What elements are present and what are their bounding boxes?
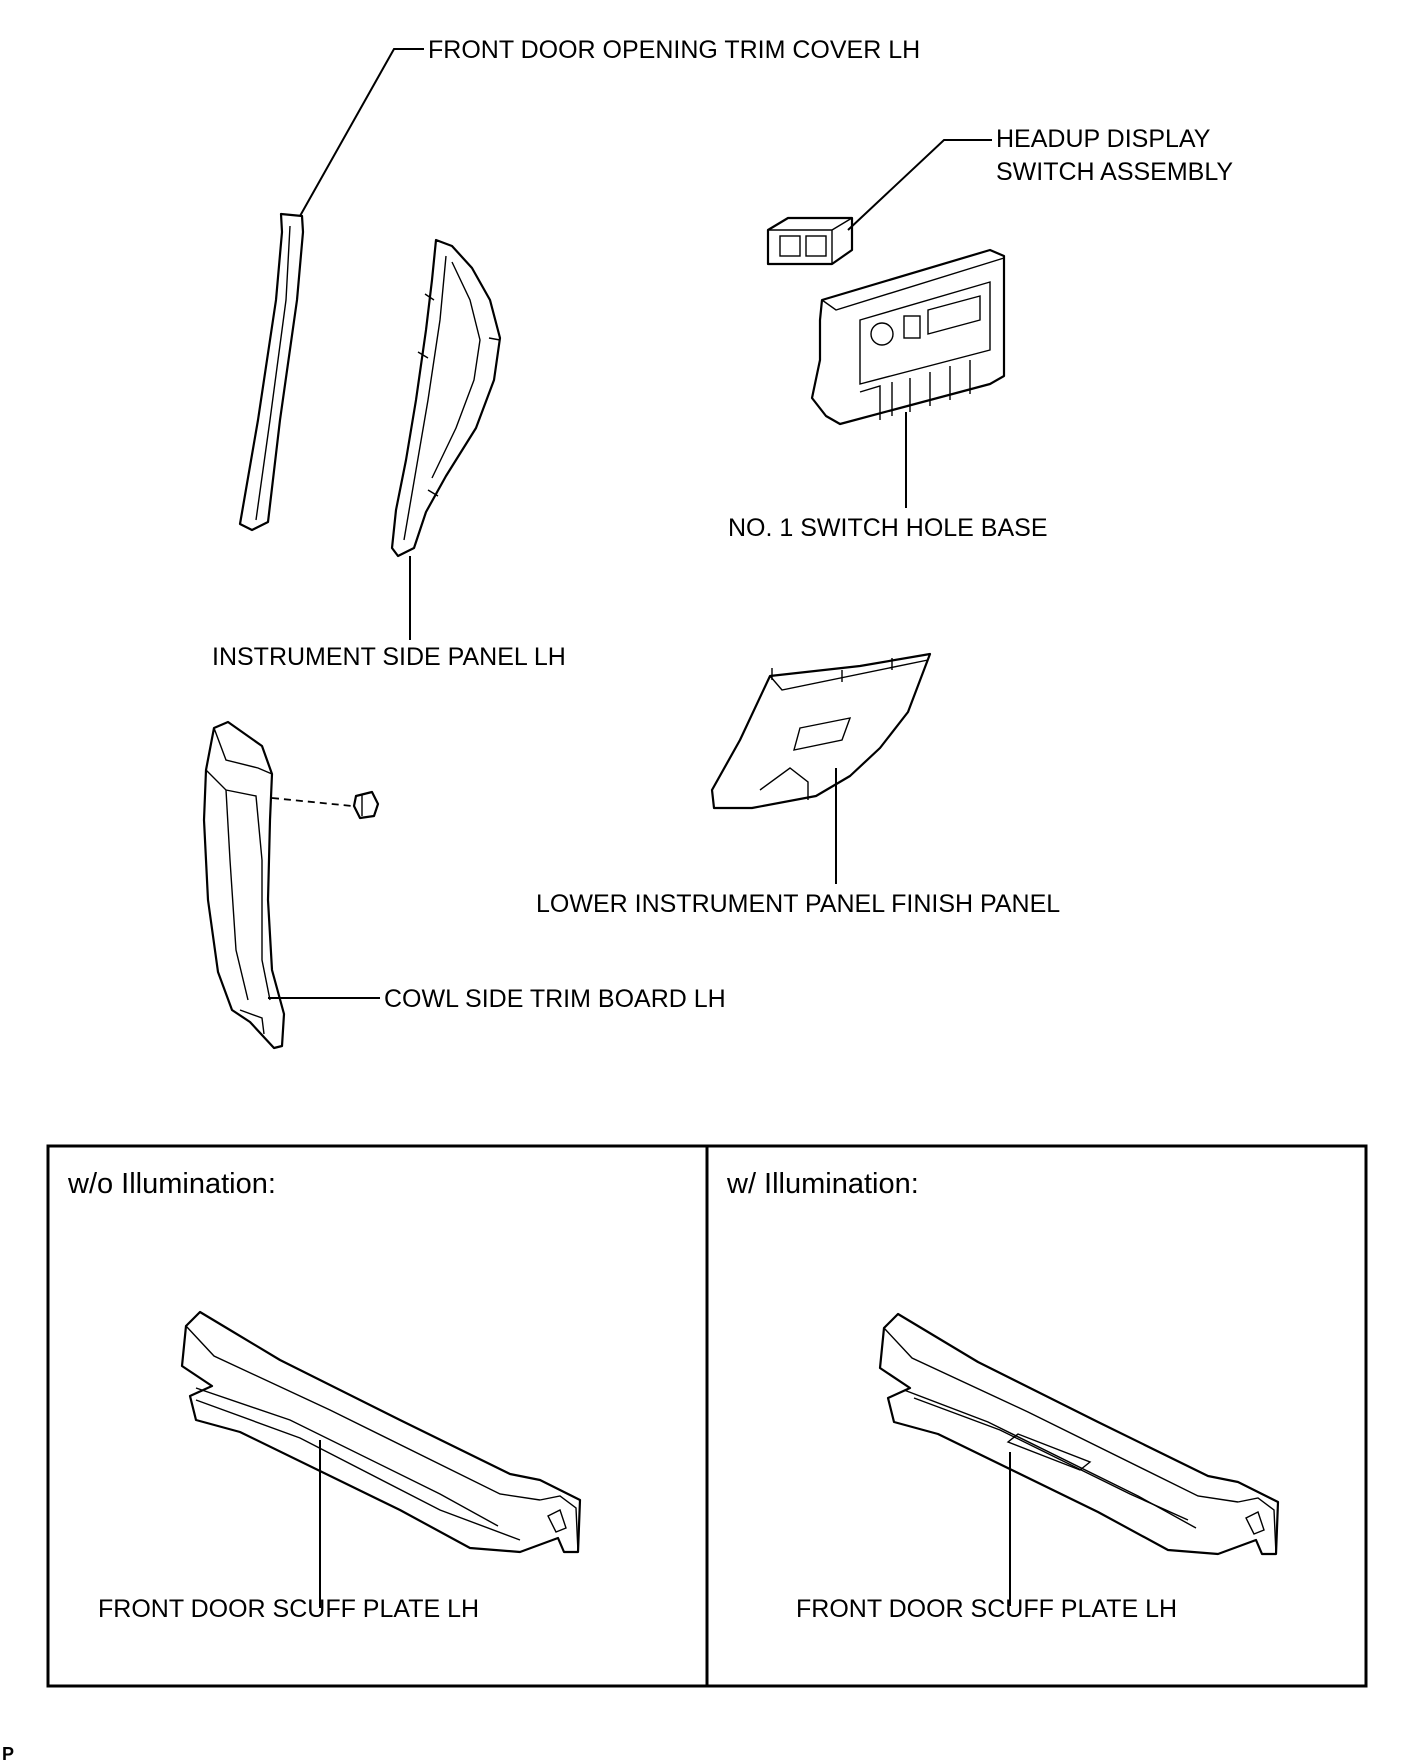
panel-right-title: w/ Illumination: [726,1168,919,1200]
headup-display-switch-part [766,139,992,266]
panel-right-scuff-plate-label: FRONT DOOR SCUFF PLATE LH [796,1595,1177,1623]
lower-instrument-panel-finish-panel-part [710,652,932,884]
instrument-side-panel-label: INSTRUMENT SIDE PANEL LH [212,643,566,671]
cowl-side-trim-board-part [202,720,380,1050]
headup-display-label-line2: SWITCH ASSEMBLY [996,158,1233,186]
no1-switch-hole-base-part [810,248,1006,508]
scuff-plate-right-part [878,1312,1280,1606]
no1-switch-hole-base-label: NO. 1 SWITCH HOLE BASE [728,514,1048,542]
lower-instrument-panel-finish-panel-label: LOWER INSTRUMENT PANEL FINISH PANEL [536,890,1060,918]
scuff-plate-left-part [180,1310,582,1608]
cowl-side-trim-board-label: COWL SIDE TRIM BOARD LH [384,985,726,1013]
panel-left-title: w/o Illumination: [67,1168,276,1200]
headup-display-label-line1: HEADUP DISPLAY [996,125,1211,153]
instrument-side-panel-part [390,238,502,640]
front-door-opening-trim-cover-part [238,48,424,532]
front-door-opening-trim-cover-label: FRONT DOOR OPENING TRIM COVER LH [428,36,920,64]
panel-left-scuff-plate-label: FRONT DOOR SCUFF PLATE LH [98,1595,479,1623]
corner-code: P [2,1744,14,1763]
